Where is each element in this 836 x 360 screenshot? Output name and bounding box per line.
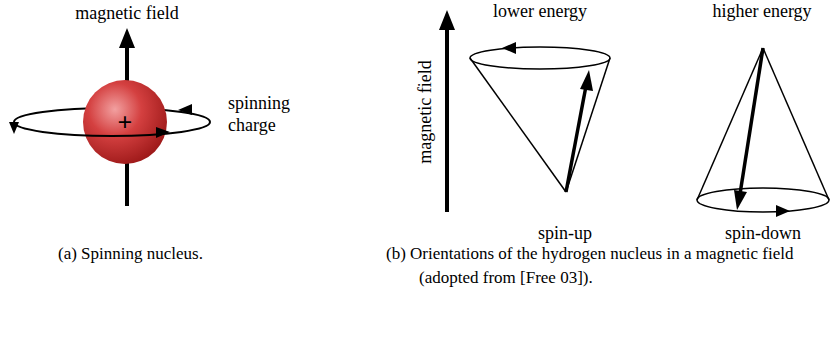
charge-sign: + xyxy=(118,104,133,141)
precession-circle xyxy=(470,47,610,69)
callout-label: spinning charge xyxy=(228,92,328,136)
arrow-head xyxy=(119,28,135,48)
spin-orbit-front xyxy=(14,122,210,136)
state-label: lower energy xyxy=(493,0,587,22)
caption-a: (a) Spinning nucleus. xyxy=(58,242,203,266)
caption-b: (b) Orientations of the hydrogen nucleus… xyxy=(386,242,806,290)
cone-edge xyxy=(566,58,610,192)
spin-vector xyxy=(740,48,763,194)
axis-label: magnetic field xyxy=(414,60,436,163)
state-label: spin-down xyxy=(725,222,801,244)
cone-edge xyxy=(470,58,566,192)
state-label: spin-up xyxy=(538,222,592,244)
spin-vector xyxy=(566,86,586,192)
nucleus-sphere xyxy=(83,80,167,164)
arrow-head xyxy=(178,104,192,115)
field-axis xyxy=(445,26,449,212)
arrow-head xyxy=(776,205,790,217)
arrow-head xyxy=(9,122,19,134)
cone-edge xyxy=(763,48,829,200)
arrow-head xyxy=(439,10,455,30)
axis-label: magnetic field xyxy=(75,2,178,24)
precession-circle xyxy=(697,188,829,212)
cone-edge xyxy=(697,48,763,200)
state-label: higher energy xyxy=(712,0,811,22)
arrow-head xyxy=(734,190,747,210)
arrow-head xyxy=(502,42,516,54)
arrow-head xyxy=(580,70,593,91)
arrow-head xyxy=(156,127,170,138)
